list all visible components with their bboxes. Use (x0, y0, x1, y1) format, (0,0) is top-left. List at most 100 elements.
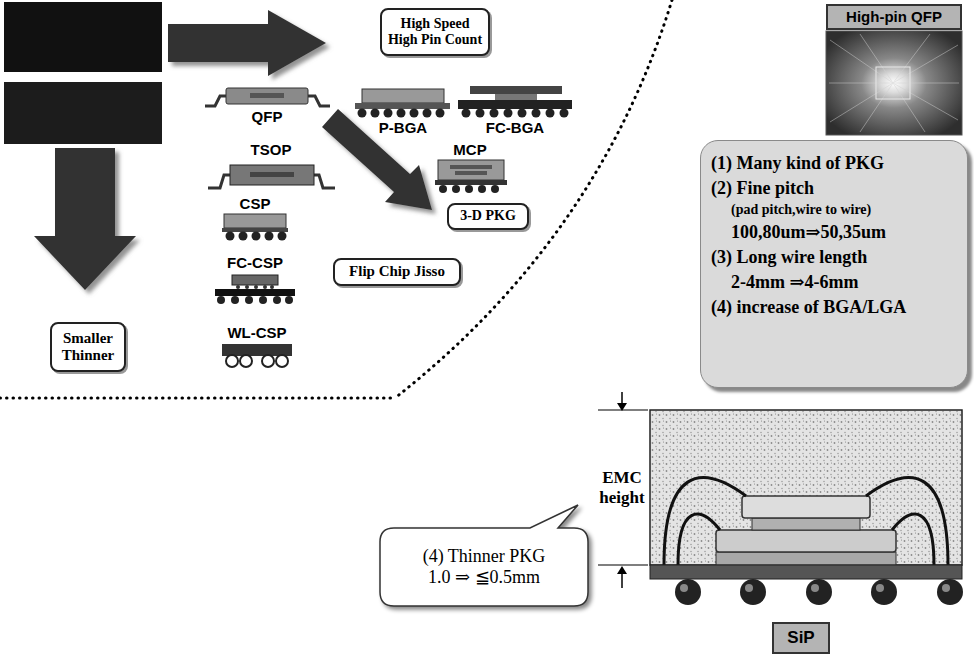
package-label: WL-CSP (227, 324, 286, 341)
trend-arrow (168, 10, 326, 76)
fcbga-package (458, 86, 572, 118)
fccsp-package (215, 275, 295, 304)
fccsp-package (259, 296, 267, 304)
fccsp-package (215, 289, 295, 296)
wlcsp-package (240, 355, 252, 367)
mcp-package (452, 185, 460, 193)
sip-cross-section (811, 584, 819, 592)
tsop-package (311, 175, 335, 188)
fcbga-package (532, 109, 541, 118)
black-box (4, 2, 162, 72)
label-holder: MCP (453, 141, 486, 158)
sip-cross-section (806, 579, 832, 605)
qfp-package (205, 88, 330, 106)
fccsp-package (231, 296, 239, 304)
qfp-photo (829, 83, 893, 84)
callout-bubble: (4) Thinner PKG 1.0 ⇒ ≦0.5mm (380, 528, 588, 606)
wlcsp-package (226, 355, 238, 367)
qfp-photo (893, 34, 930, 83)
mcp-package (465, 185, 473, 193)
csp-package (222, 214, 288, 241)
fccsp-package (236, 285, 274, 289)
qfp-photo (829, 34, 959, 132)
pbga-package (397, 109, 406, 118)
label-holder: WL-CSP (227, 324, 286, 341)
mcp-package (435, 160, 507, 193)
qfp-photo (893, 83, 925, 132)
fcbga-package (458, 100, 572, 109)
sip-cross-section (716, 530, 896, 552)
category-box: Flip Chip Jisso (333, 258, 461, 286)
package-label: FC-BGA (486, 119, 544, 136)
sip-cross-section (680, 584, 688, 592)
category-box: High Speed High Pin Count (380, 8, 490, 56)
fcbga-package (462, 109, 471, 118)
tsop-package (230, 165, 314, 185)
label-holder: FC-CSP (227, 254, 283, 271)
node-text: Flip Chip Jisso (349, 263, 445, 280)
dimension-mark (617, 566, 627, 574)
dotted-boundary (395, 0, 672, 398)
package-label: CSP (240, 195, 271, 212)
fccsp-package (245, 296, 253, 304)
fccsp-package (217, 296, 225, 304)
pbga-package (358, 109, 445, 118)
trend-arrow (34, 10, 432, 290)
sip-cross-section (680, 584, 950, 592)
fccsp-package (273, 296, 281, 304)
sip-cross-section (745, 584, 753, 592)
sip-cross-section (937, 579, 963, 605)
list-item: (2) Fine pitch (711, 178, 814, 199)
csp-package (226, 232, 287, 241)
label-holder: TSOP (251, 141, 292, 158)
package-label: QFP (252, 108, 283, 125)
qfp-photo (893, 45, 958, 83)
sip-cross-section (664, 478, 948, 565)
mcp-package (478, 185, 486, 193)
sip-cross-section (942, 584, 950, 592)
category-box: 3-D PKG (447, 203, 529, 230)
csp-package (222, 228, 288, 232)
package-label: MCP (453, 141, 486, 158)
mcp-package (435, 180, 507, 185)
sip-cross-section (675, 579, 701, 605)
list-item: (pad pitch,wire to wire) (731, 202, 871, 218)
pbga-package (355, 103, 450, 109)
dimension-mark (598, 409, 648, 410)
mcp-package (455, 171, 487, 175)
pbga-package (362, 89, 444, 103)
sip-cross-section (742, 496, 870, 518)
fcbga-package (462, 109, 569, 118)
qfp-package (250, 93, 284, 98)
sip-cross-section (650, 410, 963, 605)
dimension-mark (598, 392, 648, 588)
fccsp-package (217, 296, 293, 304)
mcp-package (439, 185, 499, 193)
sip-cross-section (678, 514, 720, 565)
category-box: Smaller Thinner (50, 322, 126, 372)
qfp-photo (830, 40, 893, 83)
qfp-photo (893, 83, 958, 120)
list-item: (4) increase of BGA/LGA (711, 297, 906, 318)
node-text: Smaller Thinner (62, 330, 115, 365)
dimension-mark (621, 573, 623, 588)
qfp-photo (826, 31, 962, 135)
qfp-photo (826, 31, 962, 135)
tsop-package (208, 165, 335, 188)
fcbga-package (476, 109, 485, 118)
list-item: 2-4mm ⇒4-6mm (731, 272, 859, 293)
mcp-package (491, 185, 499, 193)
fccsp-package (270, 285, 274, 289)
csp-package (239, 232, 248, 241)
title-tag: High-pin QFP (826, 4, 962, 30)
fccsp-package (263, 285, 267, 289)
label-holder: P-BGA (379, 119, 427, 136)
title-tag: SiP (772, 622, 830, 654)
dimension-label: EMC height (599, 468, 644, 507)
fccsp-package (245, 285, 249, 289)
wlcsp-package (226, 355, 288, 367)
wlcsp-package (262, 355, 274, 367)
node-text: 3-D PKG (460, 208, 516, 224)
package-label: FC-CSP (227, 254, 283, 271)
tsop-package (250, 172, 294, 177)
